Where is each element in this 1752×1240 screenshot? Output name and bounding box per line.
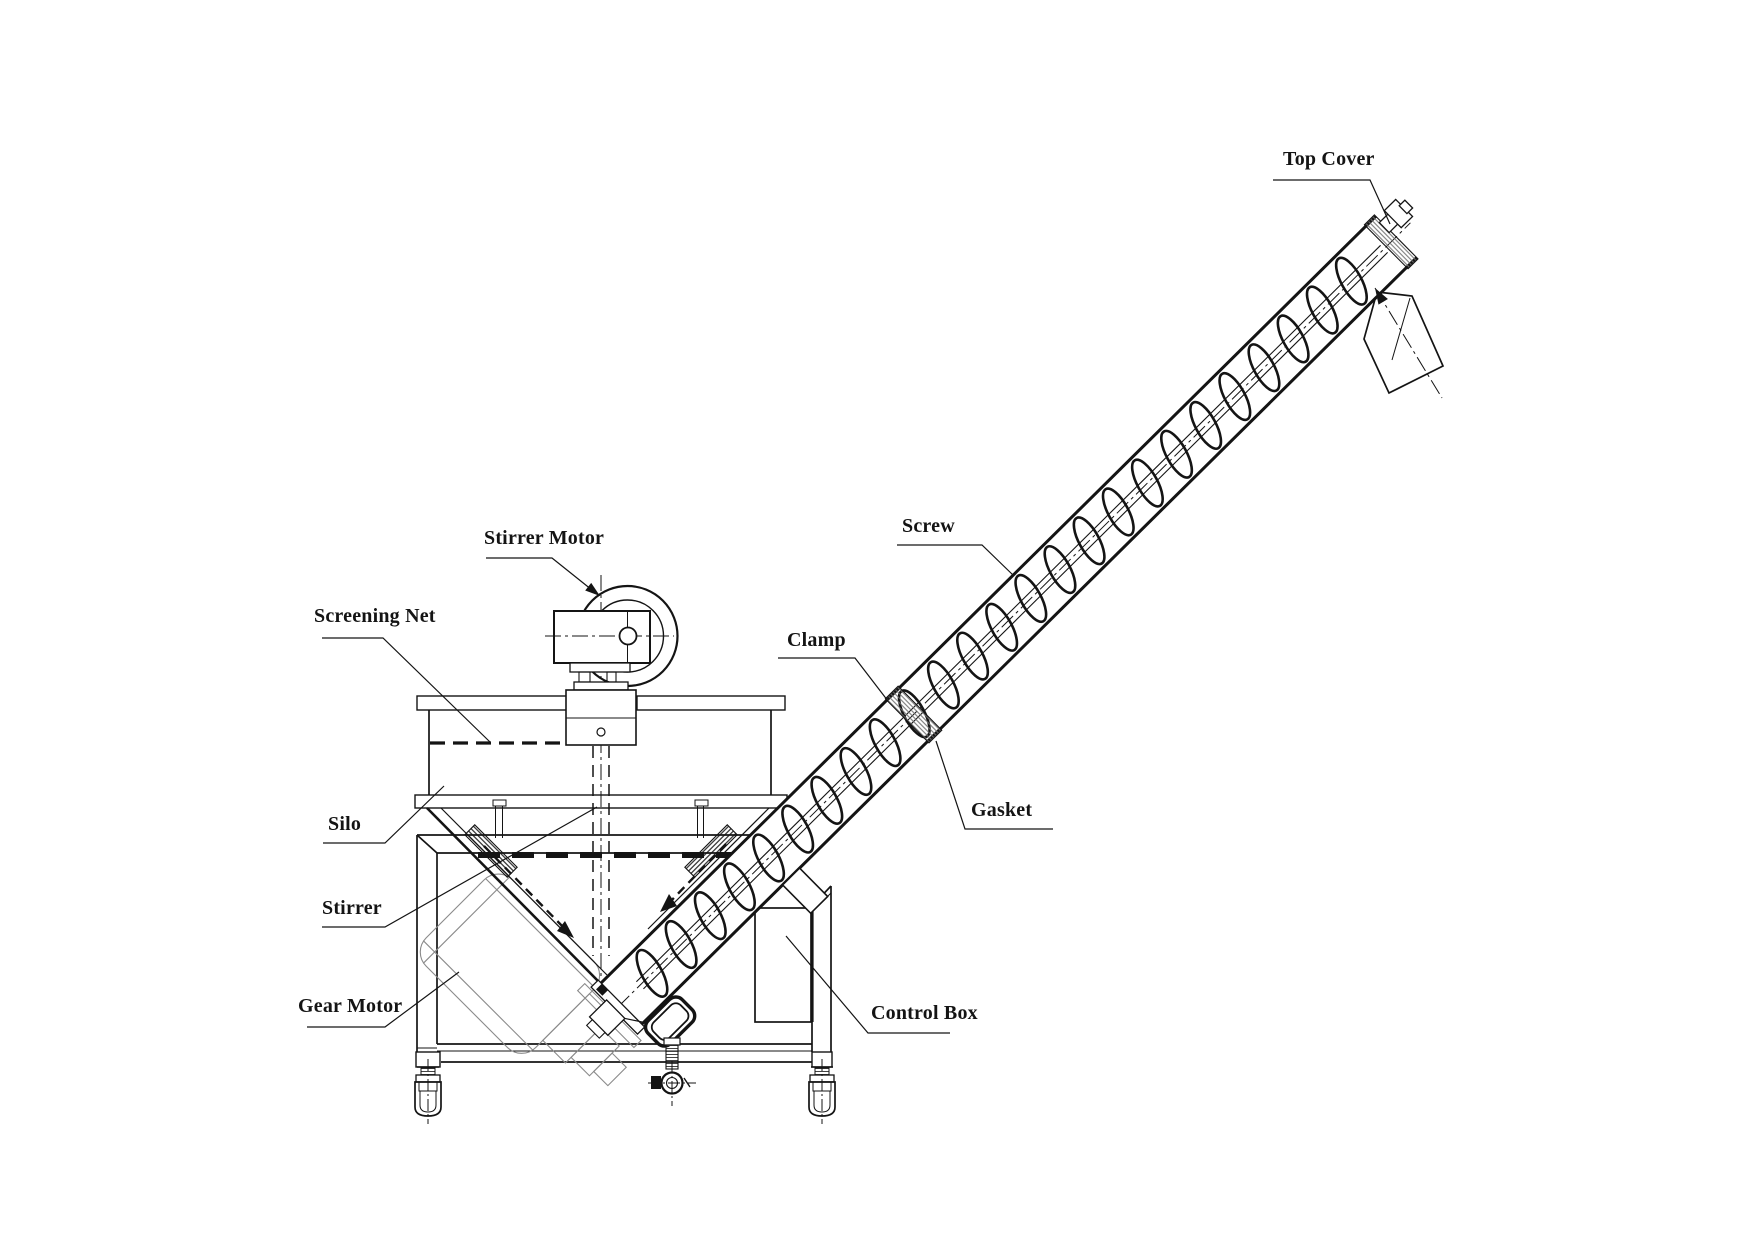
motor-shaft [618,626,638,646]
control-box [754,907,814,1023]
stir-direction-arrows [483,843,727,938]
label-screening-net: Screening Net [314,605,436,627]
top-vent-fitting [1378,198,1414,234]
label-silo: Silo [328,813,362,835]
leader-screw [897,544,1015,577]
label-top-cover: Top Cover [1283,148,1375,170]
label-screw: Screw [902,515,955,537]
lower-drive-and-foot [648,287,1443,1106]
label-gasket: Gasket [971,799,1033,821]
label-clamp: Clamp [787,629,846,651]
label-gear-motor: Gear Motor [298,995,403,1017]
label-control-box: Control Box [871,1002,978,1024]
leader-gear-motor [307,971,460,1028]
leader-silo [323,785,445,844]
label-stirrer-motor: Stirrer Motor [484,527,605,549]
tube-lower-end [576,979,697,1049]
leader-control-box [785,935,950,1034]
leader-stirrer-motor [486,557,598,595]
silo-body [414,575,788,985]
clamp-gasket-band [884,685,943,744]
leader-clamp [778,657,889,702]
frame-cart [414,834,836,1125]
leader-stirrer [322,806,598,928]
stirrer-motor-assembly [545,584,679,746]
leader-lines [307,179,1391,1034]
screw-drive-coupling [643,995,697,1048]
leader-arrowhead [585,582,600,596]
leader-screening-net [322,637,491,743]
top-cover-cap [1363,214,1419,270]
leader-gasket [935,740,1053,830]
leader-top-cover [1273,179,1391,225]
screw-conveyor-tube [576,198,1419,1049]
stirrer-paddles [464,824,738,878]
label-stirrer: Stirrer [322,897,382,919]
